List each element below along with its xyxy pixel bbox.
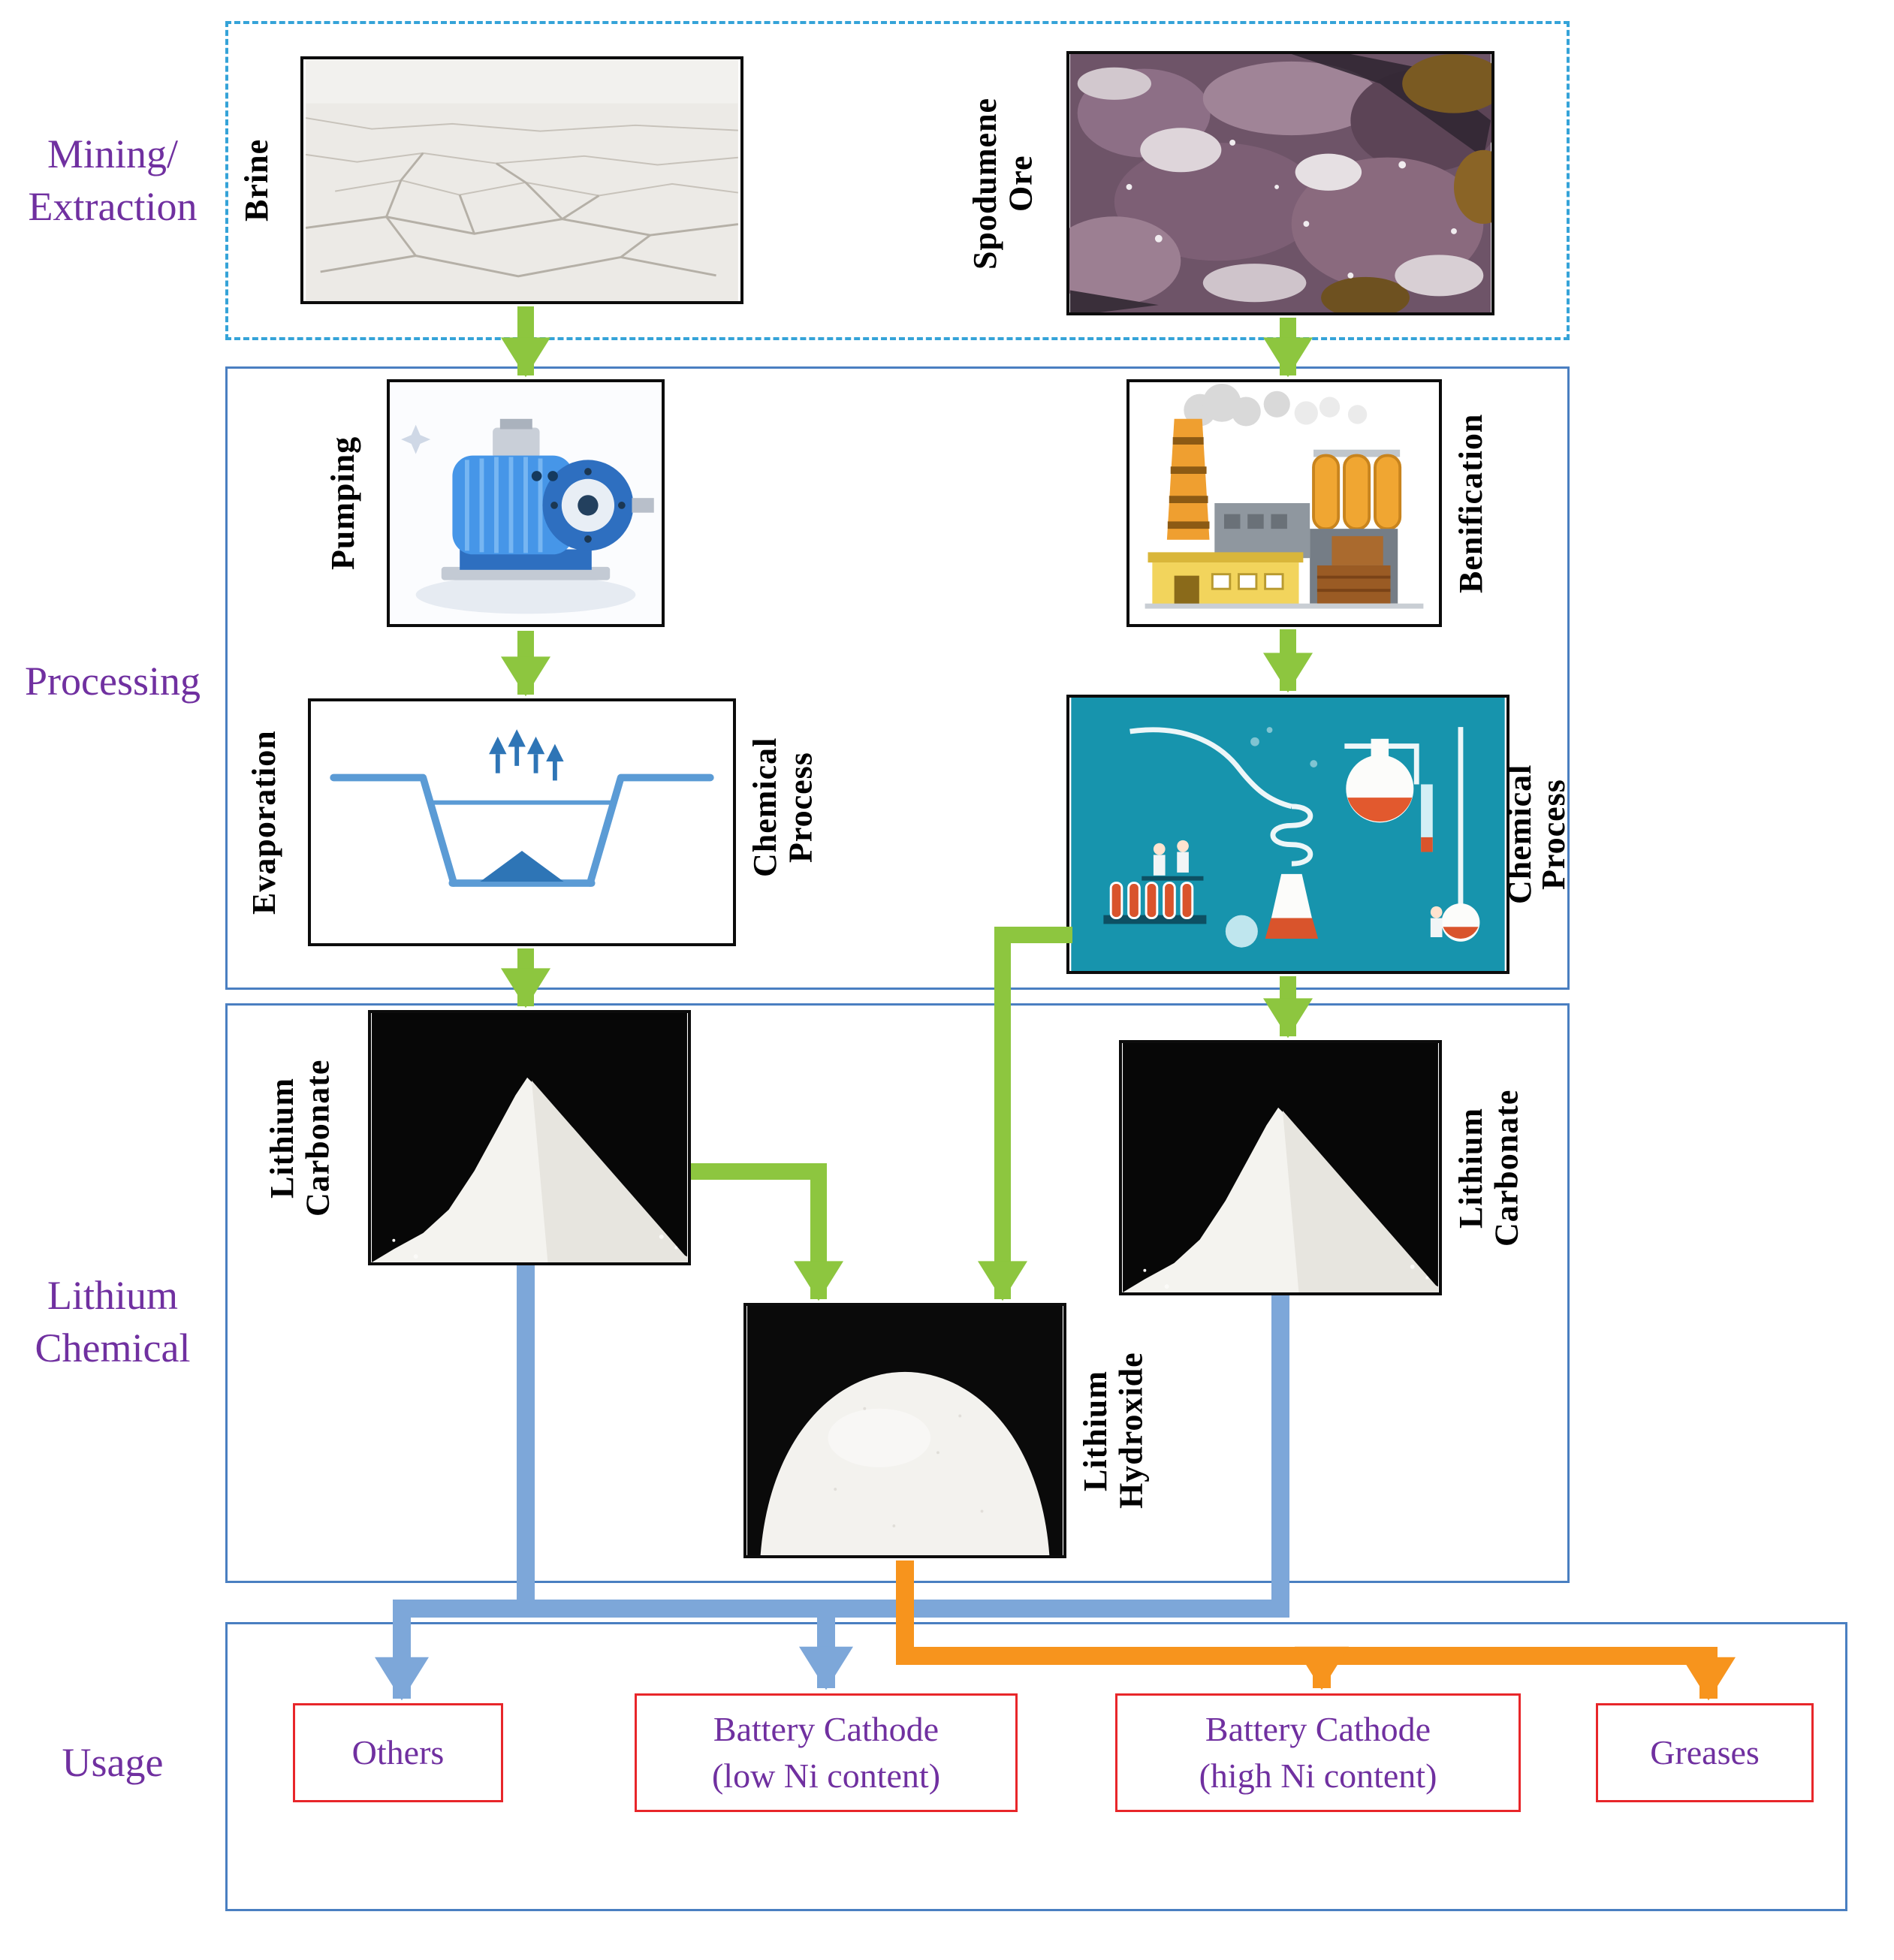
pumping-illustration <box>387 379 665 627</box>
factory-icon <box>1130 382 1438 624</box>
processing-box <box>225 366 1570 990</box>
lithium-carbonate-left-label: Lithium Carbonate <box>264 1059 336 1217</box>
stage-label-processing: Processing <box>25 659 201 704</box>
stage-label-mining: Mining/ Extraction <box>8 128 218 233</box>
white-powder-dome-image <box>747 1306 1063 1555</box>
stage-label-mining-line2: Extraction <box>28 184 198 230</box>
usage-greases: Greases <box>1596 1703 1814 1802</box>
lithium-carbonate-right-label: Lithium Carbonate <box>1452 1089 1525 1247</box>
brine-photo <box>300 56 743 304</box>
lithium-hydroxide-photo <box>743 1303 1066 1558</box>
lithium-carbonate-left-photo <box>368 1010 691 1265</box>
evaporation-illustration <box>308 698 736 946</box>
chemical-process-illustration <box>1066 695 1509 974</box>
pump-motor-icon <box>390 382 662 624</box>
stage-label-usage: Usage <box>62 1740 164 1785</box>
white-powder-pile-image <box>1123 1043 1438 1292</box>
salt-flat-image <box>305 59 739 301</box>
evaporation-label: Evaporation <box>246 730 282 915</box>
benification-illustration <box>1126 379 1442 627</box>
pumping-label: Pumping <box>324 436 361 571</box>
brine-label: Brine <box>238 138 275 222</box>
lithium-hydroxide-label: Lithium Hydroxide <box>1077 1352 1150 1509</box>
ore-rock-image <box>1069 54 1491 312</box>
chemical-process-left-label: Chemical Process <box>746 737 819 878</box>
chemical-process-right-label: Chemical Process <box>1501 764 1572 905</box>
stage-label-lithium-chemical: Lithium Chemical <box>35 1273 191 1371</box>
usage-battery-cathode-high-ni: Battery Cathode (high Ni content) <box>1115 1693 1521 1812</box>
usage-battery-cathode-low-ni: Battery Cathode (low Ni content) <box>635 1693 1018 1812</box>
chemistry-lab-icon <box>1071 698 1505 971</box>
usage-others: Others <box>293 1703 503 1802</box>
evaporation-pond-icon <box>312 701 731 943</box>
benification-label: Benification <box>1452 413 1489 593</box>
lithium-carbonate-right-photo <box>1119 1040 1442 1295</box>
stage-label-mining-line1: Mining/ <box>47 131 179 176</box>
spodumene-photo <box>1066 51 1494 315</box>
spodumene-label: Spodumene Ore <box>967 97 1039 270</box>
mining-extraction-box <box>225 21 1570 340</box>
white-powder-pile-image <box>372 1013 687 1262</box>
